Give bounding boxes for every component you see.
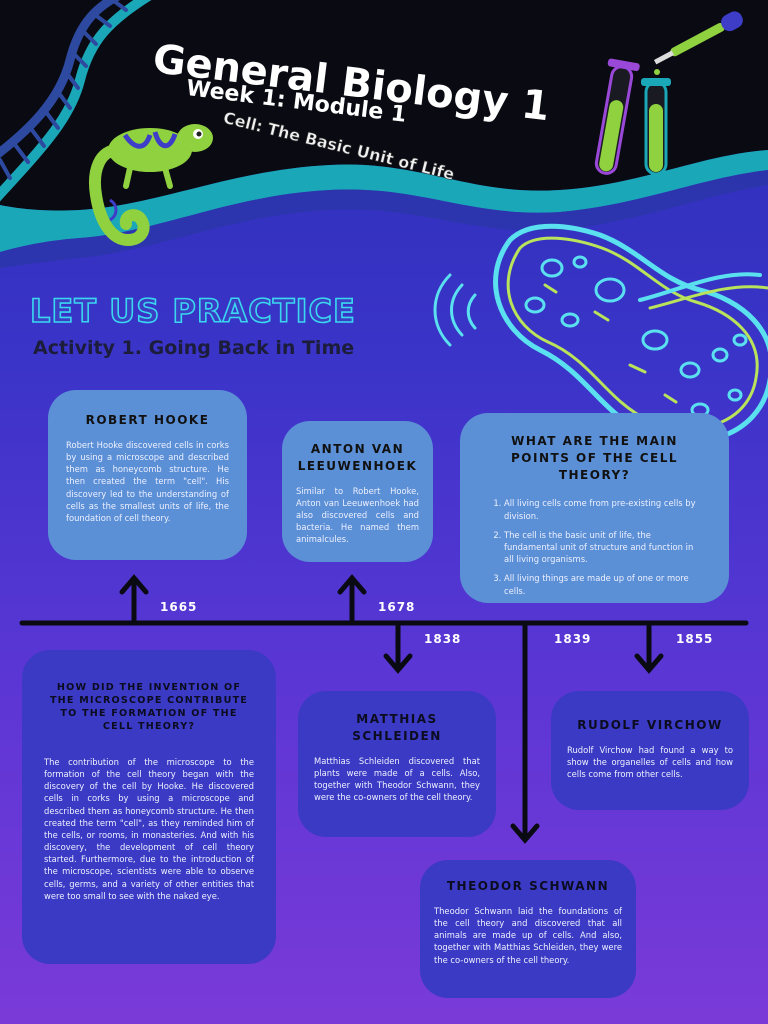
cell-theory-point: All living things are made up of one or … (504, 572, 703, 596)
section-heading: LET US PRACTICE (29, 291, 356, 331)
blue-wave (0, 170, 768, 268)
chameleon-icon (89, 124, 213, 247)
card-title: MATTHIAS SCHLEIDEN (352, 712, 442, 743)
card-rudolf-virchow: RUDOLF VIRCHOW Rudolf Virchow had found … (551, 691, 749, 810)
year-label: 1839 (554, 632, 592, 646)
bacterium-icon (433, 223, 768, 445)
card-title: ROBERT HOOKE (85, 413, 210, 427)
test-tubes-icon (594, 11, 743, 176)
card-microscope-question: HOW DID THE INVENTION OF THE MICROSCOPE … (22, 650, 276, 964)
year-label: 1838 (424, 632, 462, 646)
card-body: The contribution of the microscope to th… (44, 756, 254, 901)
card-title: HOW DID THE INVENTION OF THE MICROSCOPE … (49, 682, 249, 732)
cell-theory-point: The cell is the basic unit of life, the … (504, 529, 703, 566)
card-cell-theory: WHAT ARE THE MAIN POINTS OF THE CELL THE… (460, 413, 729, 603)
year-label: 1665 (160, 600, 198, 614)
card-theodor-schwann: THEODOR SCHWANN Theodor Schwann laid the… (420, 860, 636, 998)
card-anton-van-leeuwenhoek: ANTON VAN LEEUWENHOEK Similar to Robert … (282, 421, 433, 562)
card-title: RUDOLF VIRCHOW (577, 718, 723, 732)
cell-theory-points: All living cells come from pre-existing … (486, 497, 703, 596)
cell-theory-point: All living cells come from pre-existing … (504, 497, 703, 521)
card-body: Matthias Schleiden discovered that plant… (314, 755, 480, 803)
card-title: WHAT ARE THE MAIN POINTS OF THE CELL THE… (511, 434, 678, 482)
card-robert-hooke: ROBERT HOOKE Robert Hooke discovered cel… (48, 390, 247, 560)
year-label: 1678 (378, 600, 416, 614)
year-label: 1855 (676, 632, 714, 646)
card-body: Robert Hooke discovered cells in corks b… (66, 439, 229, 523)
dna-helix-icon (0, 0, 152, 202)
activity-title: Activity 1. Going Back in Time (33, 337, 355, 359)
card-body: Similar to Robert Hooke, Anton van Leeuw… (296, 485, 419, 545)
header-band (0, 0, 768, 211)
card-title: THEODOR SCHWANN (446, 879, 610, 893)
card-body: Theodor Schwann laid the foundations of … (434, 905, 622, 965)
card-title: ANTON VAN LEEUWENHOEK (297, 442, 418, 473)
card-matthias-schleiden: MATTHIAS SCHLEIDEN Matthias Schleiden di… (298, 691, 496, 837)
card-body: Rudolf Virchow had found a way to show t… (567, 744, 733, 780)
teal-wave (0, 150, 768, 252)
timeline (19, 574, 749, 844)
